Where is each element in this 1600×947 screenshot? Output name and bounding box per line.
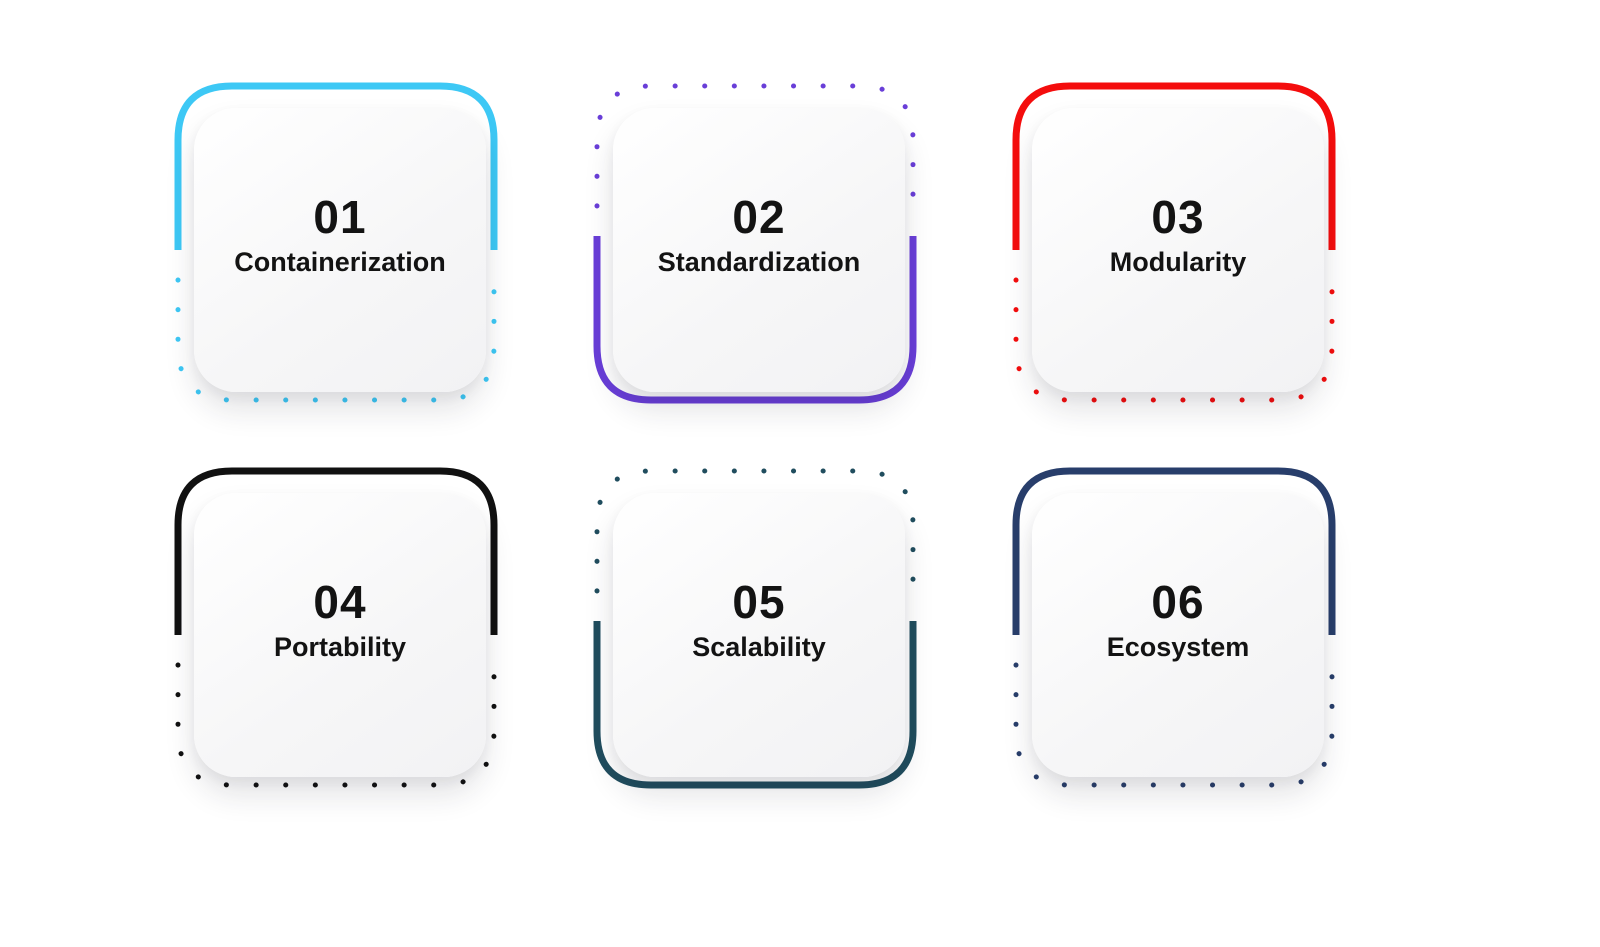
feature-card: 03 Modularity [1012, 82, 1336, 404]
card-number: 02 [732, 191, 786, 244]
card-body: 04 Portability [194, 493, 486, 777]
feature-card: 01 Containerization [174, 82, 498, 404]
feature-card-grid: 01 Containerization 02 Standardization 0… [174, 82, 1336, 789]
card-number: 06 [1151, 576, 1205, 629]
card-label: Scalability [692, 631, 826, 662]
card-number: 03 [1151, 191, 1205, 244]
feature-card: 04 Portability [174, 467, 498, 789]
card-body: 01 Containerization [194, 108, 486, 392]
card-label: Standardization [657, 246, 861, 277]
card-frame-decoration [174, 82, 498, 403]
card-number: 04 [313, 576, 367, 629]
feature-card: 05 Scalability [593, 467, 917, 789]
card-body: 03 Modularity [1032, 108, 1324, 392]
feature-card: 02 Standardization [593, 82, 917, 404]
card-frame-decoration [593, 468, 917, 789]
card-label: Modularity [1109, 246, 1247, 277]
card-frame-decoration [1012, 467, 1336, 788]
card-frame-decoration [593, 83, 917, 404]
card-label: Ecosystem [1106, 631, 1250, 662]
feature-card: 06 Ecosystem [1012, 467, 1336, 789]
card-label: Portability [273, 631, 407, 662]
card-number: 01 [313, 191, 367, 244]
card-body: 05 Scalability [613, 493, 905, 777]
card-number: 05 [732, 576, 786, 629]
card-frame-decoration [1012, 82, 1336, 403]
card-body: 02 Standardization [613, 108, 905, 392]
card-frame-decoration [174, 467, 498, 788]
card-label: Containerization [234, 246, 446, 277]
card-body: 06 Ecosystem [1032, 493, 1324, 777]
